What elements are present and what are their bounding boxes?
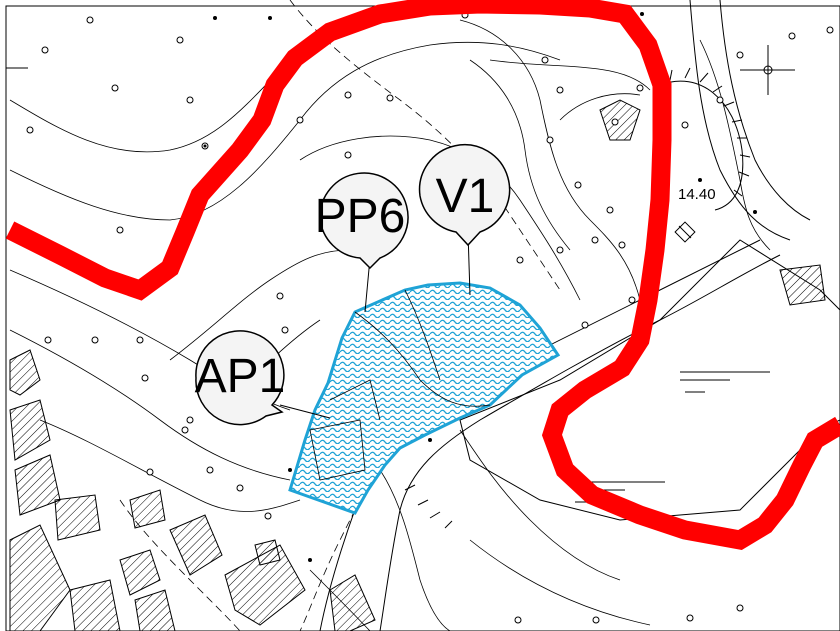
- label-pp6: PP6: [315, 172, 409, 270]
- embankment-ticks: [404, 67, 751, 529]
- label-v1: V1: [418, 143, 511, 247]
- box-symbol: [674, 221, 696, 243]
- label-ap1-text: AP1: [195, 350, 286, 403]
- elevation-label: 14.40: [678, 186, 716, 203]
- zone-inner-lines: [309, 289, 491, 481]
- crosshair-marker: [740, 45, 795, 95]
- embankment: [659, 80, 744, 211]
- zone-polygon: [288, 281, 561, 515]
- boundary-line: [5, 0, 840, 550]
- buildings: [9, 99, 826, 631]
- label-v1-text: V1: [436, 170, 495, 223]
- label-pp6-text: PP6: [315, 190, 406, 243]
- label-ap1: AP1: [195, 330, 286, 426]
